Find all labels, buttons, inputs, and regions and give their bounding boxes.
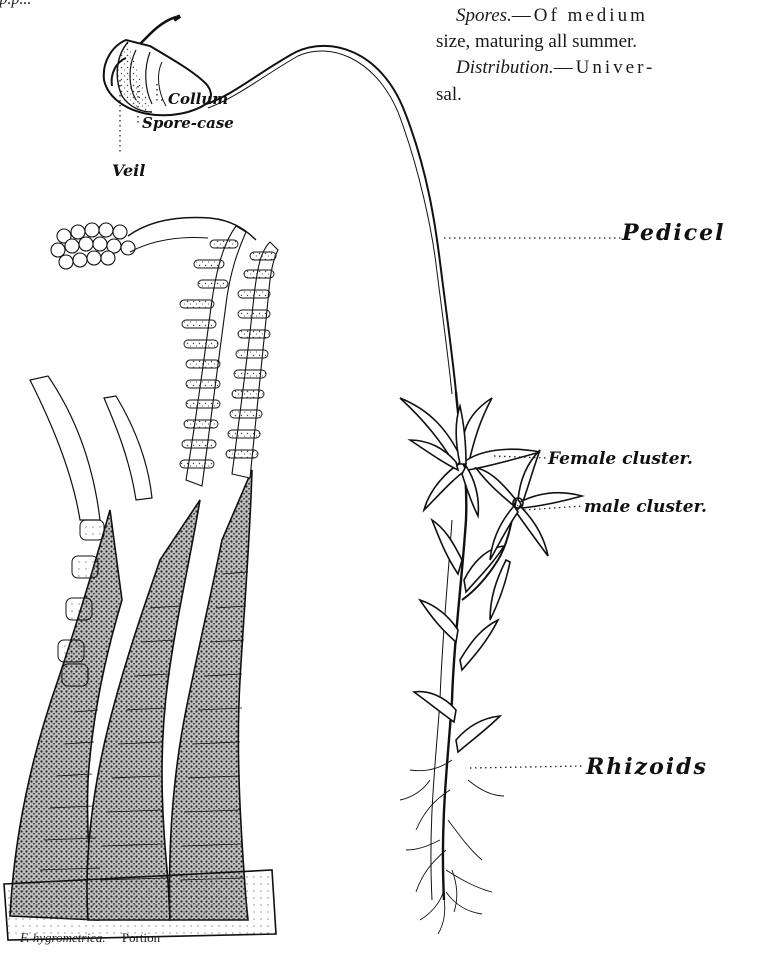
label-veil: Veil <box>112 161 145 180</box>
caption-word: Portion <box>122 930 160 945</box>
label-rhizoids: Rhizoids <box>585 754 708 780</box>
label-male-cluster: male cluster. <box>584 497 707 517</box>
label-female-cluster: Female cluster. <box>547 449 693 469</box>
label-spore-case: Spore-case <box>142 114 234 132</box>
leafy-shoot <box>400 392 582 934</box>
pedicel-stalk <box>206 46 456 394</box>
label-pedicel: Pedicel <box>621 220 725 246</box>
label-collum: Collum <box>168 90 228 108</box>
caption-species: F. hygrometrica. <box>20 930 106 945</box>
spore-cluster <box>51 223 135 269</box>
figure-caption: F. hygrometrica. Portion <box>20 930 160 946</box>
tissue-section <box>4 218 278 940</box>
